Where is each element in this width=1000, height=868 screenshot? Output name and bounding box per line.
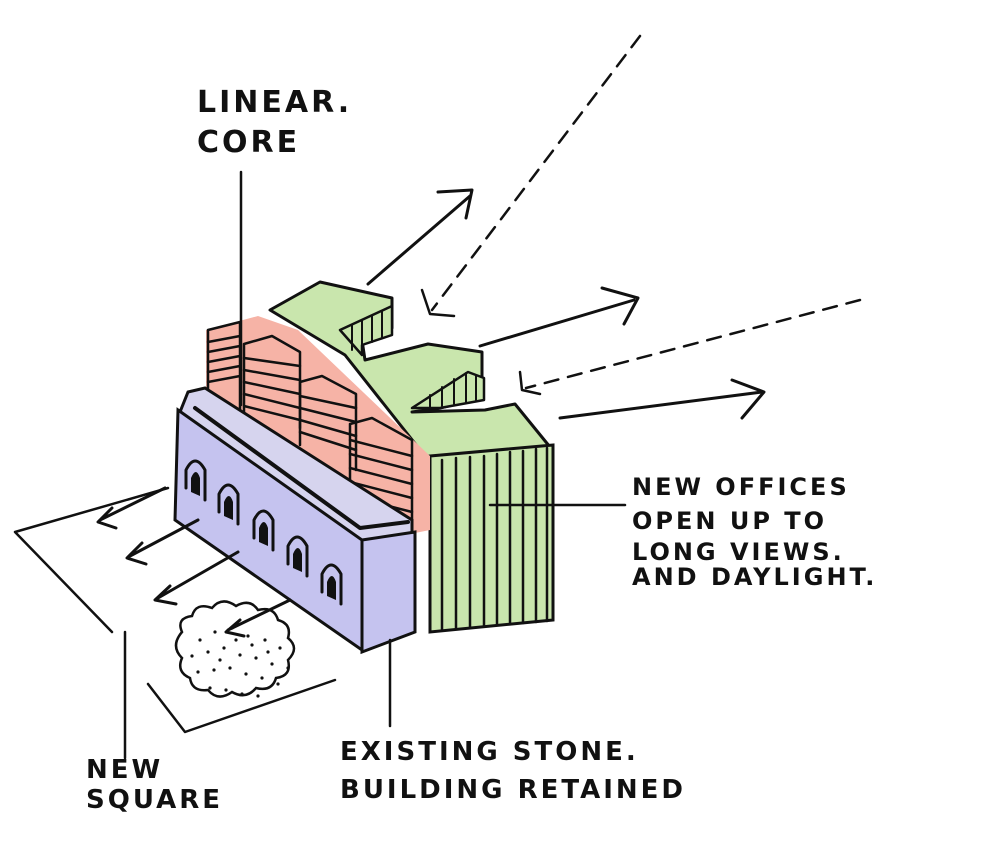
view-arrow-2	[478, 286, 640, 348]
new-square-area	[13, 486, 337, 734]
view-arrow-1	[366, 188, 474, 286]
leader-lines	[123, 170, 627, 760]
label-new-offices-line-4: AND DAYLIGHT.	[632, 563, 877, 591]
daylight-arrowheads	[420, 288, 542, 396]
arch-shadows	[191, 472, 336, 600]
daylight-arrow-1	[430, 34, 642, 312]
label-existing-stone-line-2: BUILDING RETAINED	[340, 775, 686, 805]
square-outline	[13, 486, 337, 734]
view-arrow-3	[558, 378, 766, 420]
stone-arches	[184, 459, 343, 606]
label-new-offices: NEW OFFICES OPEN UP TO LONG VIEWS. AND D…	[632, 473, 877, 591]
label-linear-core: LINEAR. CORE	[197, 85, 352, 160]
square-arrows	[96, 486, 292, 638]
label-linear-core-line-2: CORE	[197, 125, 300, 160]
linear-core-volume	[188, 316, 430, 540]
stone-end-facade	[360, 530, 417, 655]
label-new-offices-line-2: OPEN UP TO	[632, 507, 827, 535]
label-existing-stone: EXISTING STONE. BUILDING RETAINED	[340, 737, 686, 805]
cornice-shadow-line	[193, 406, 410, 530]
existing-stone-building	[173, 386, 417, 655]
label-new-square: NEW SQUARE	[86, 755, 223, 815]
view-arrows	[366, 188, 766, 420]
new-offices-volume	[268, 280, 555, 634]
tree-canopy	[174, 600, 296, 698]
offices-facade	[428, 443, 555, 634]
offices-mullions	[440, 446, 549, 632]
label-new-offices-line-3: LONG VIEWS.	[632, 538, 845, 566]
label-new-square-line-2: SQUARE	[86, 785, 223, 815]
label-new-square-line-1: NEW	[86, 755, 163, 785]
label-linear-core-line-1: LINEAR.	[197, 85, 352, 120]
daylight-arrow-2	[524, 298, 862, 390]
label-new-offices-line-1: NEW OFFICES	[632, 473, 850, 501]
recess-hatch-upper	[338, 304, 394, 357]
label-existing-stone-line-1: EXISTING STONE.	[340, 737, 639, 767]
daylight-arrows	[430, 34, 862, 390]
recess-hatch-lower	[410, 370, 486, 410]
